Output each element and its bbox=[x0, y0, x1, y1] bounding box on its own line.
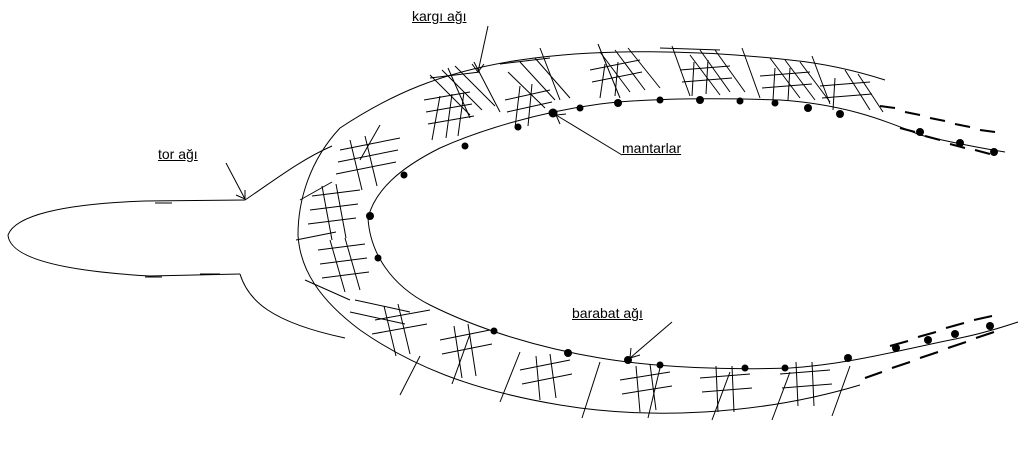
float-dot bbox=[804, 104, 812, 112]
floats bbox=[366, 96, 998, 372]
leader-lines bbox=[225, 25, 673, 359]
float-dot bbox=[614, 99, 622, 107]
barabat-net-label: barabat ağı bbox=[572, 305, 643, 321]
float-dot bbox=[564, 349, 572, 357]
barabat-arrowhead bbox=[629, 347, 641, 359]
float-dot bbox=[844, 354, 852, 362]
float-dot bbox=[696, 96, 704, 104]
float-dot bbox=[736, 97, 744, 105]
opening-dashes bbox=[864, 105, 996, 379]
kargi-net-label: kargı ağı bbox=[412, 8, 467, 24]
float-dot bbox=[656, 361, 664, 369]
float-dot bbox=[956, 139, 964, 147]
inner-lower-edge bbox=[367, 217, 1019, 370]
floats-label: mantarlar bbox=[622, 140, 682, 156]
float-dot bbox=[656, 96, 664, 104]
kargi-arrowhead bbox=[471, 63, 485, 73]
barrier-hatching bbox=[295, 43, 884, 421]
tor-net-label: tor ağı bbox=[158, 146, 198, 162]
tor-net-outline bbox=[7, 199, 246, 277]
float-dot bbox=[490, 327, 498, 335]
float-dot bbox=[374, 254, 382, 262]
float-dot bbox=[771, 99, 779, 107]
upper-wing bbox=[244, 145, 333, 201]
kargi-leader bbox=[477, 25, 489, 73]
barabat-leader bbox=[629, 321, 673, 359]
float-dot bbox=[892, 344, 900, 352]
float-dot bbox=[366, 212, 374, 220]
tor-arrowhead bbox=[235, 190, 246, 200]
inner-upper-edge bbox=[367, 98, 921, 219]
float-dot bbox=[461, 142, 469, 150]
barrier-bottom-outer-edge bbox=[359, 329, 861, 414]
float-dot bbox=[951, 330, 959, 338]
barrier-outer-edge bbox=[339, 51, 886, 129]
barrier-left-edge bbox=[297, 127, 361, 331]
float-dot bbox=[924, 336, 932, 344]
float-dot bbox=[990, 148, 998, 156]
float-dot bbox=[400, 171, 408, 179]
float-dot bbox=[781, 364, 789, 372]
float-dot bbox=[741, 364, 749, 372]
kargi-barrier bbox=[297, 51, 886, 414]
tor-net-wings bbox=[239, 145, 346, 339]
float-dot bbox=[836, 110, 844, 118]
float-dot bbox=[576, 104, 584, 112]
tor-leader bbox=[225, 162, 246, 200]
tor-net bbox=[7, 199, 246, 278]
mantar-leader bbox=[555, 114, 623, 156]
float-dot bbox=[986, 322, 994, 330]
barabat-inner-line bbox=[367, 98, 1019, 370]
mantar-arrowhead bbox=[555, 113, 567, 125]
lower-wing bbox=[239, 273, 346, 339]
float-dot bbox=[548, 108, 558, 118]
float-dot bbox=[916, 128, 924, 136]
float-dot bbox=[514, 123, 522, 131]
